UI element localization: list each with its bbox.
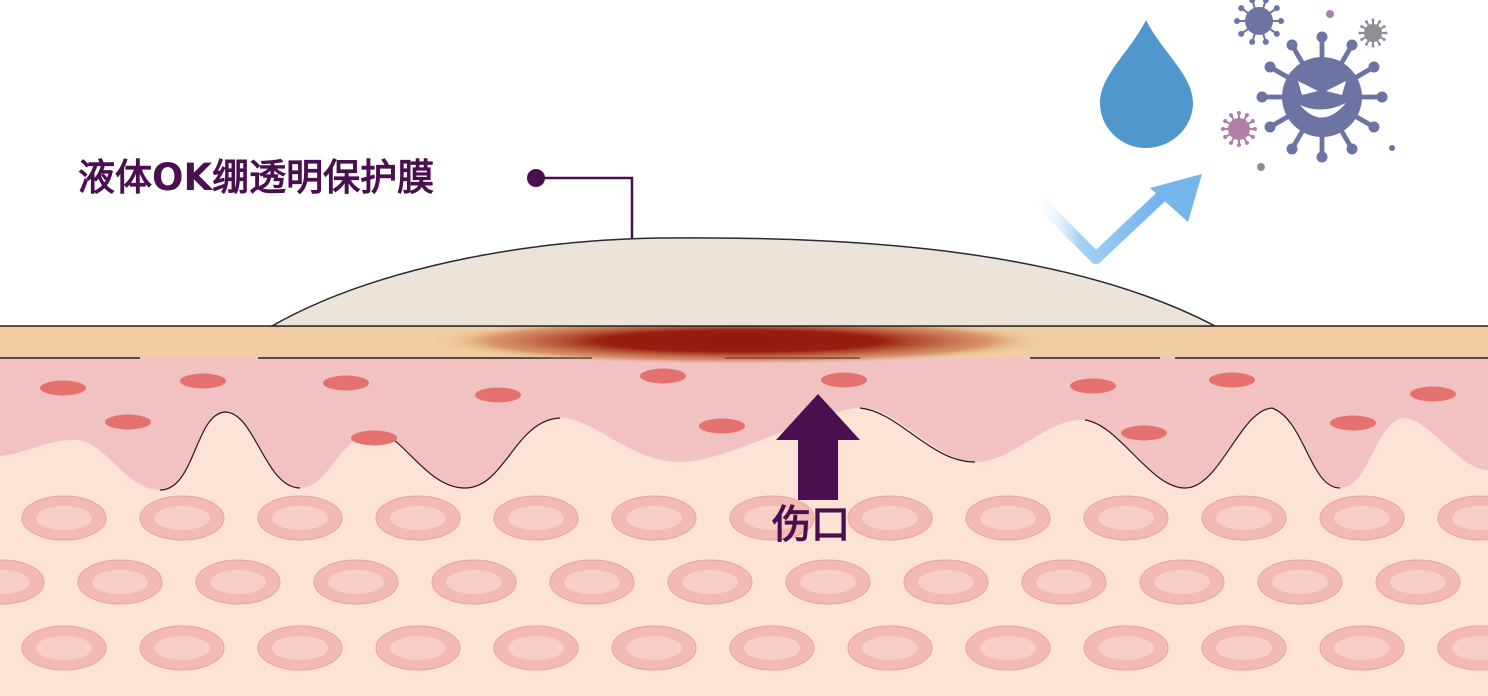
virus-particles: [1257, 10, 1395, 171]
tissue-cell: [77, 559, 163, 605]
tissue-cell: [965, 625, 1051, 671]
dermis-boundary: [159, 407, 1341, 491]
blood-cell-layer: [40, 368, 1456, 446]
up-arrow-icon: [776, 394, 860, 500]
tissue-cell: [313, 559, 399, 605]
blood-cell: [821, 372, 867, 388]
virus-icon: [1256, 31, 1388, 163]
blood-cell: [1330, 415, 1376, 431]
tissue-cell: [375, 625, 461, 671]
tissue-cell: [1437, 495, 1488, 541]
wound-area: [430, 317, 1050, 365]
tissue-cell: [549, 559, 635, 605]
deflect-arrow-icon: [1028, 174, 1202, 264]
water-drop-icon: [1100, 20, 1193, 148]
blood-cell: [1121, 425, 1167, 441]
tissue-cell: [139, 625, 225, 671]
tissue-cell: [1139, 559, 1225, 605]
tissue-cell: [1257, 559, 1343, 605]
pink-virus-icon: [1221, 111, 1257, 147]
tissue-cell: [847, 625, 933, 671]
tissue-cell: [1021, 559, 1107, 605]
blood-cell: [699, 418, 745, 434]
gray-virus-icon: [1358, 18, 1388, 48]
small-virus-icon: [1234, 0, 1284, 45]
tissue-cell: [195, 559, 281, 605]
tissue-cell: [257, 625, 343, 671]
tissue-cell: [21, 495, 107, 541]
blood-cell: [351, 430, 397, 446]
tissue-cell: [493, 625, 579, 671]
tissue-cell: [903, 559, 989, 605]
blood-cell: [323, 375, 369, 391]
tissue-cell: [1201, 625, 1287, 671]
tissue-cell: [785, 559, 871, 605]
protective-film: [269, 237, 1216, 327]
tissue-cell: [729, 495, 815, 541]
tissue-cell: [1083, 495, 1169, 541]
tissue-cell: [139, 495, 225, 541]
tissue-cell: [611, 495, 697, 541]
tissue-cell: [257, 495, 343, 541]
tissue-cell: [431, 559, 517, 605]
wound-label: 伤口: [772, 503, 851, 548]
tissue-cell: [1437, 625, 1488, 671]
tissue-cell: [667, 559, 753, 605]
blood-cell: [475, 387, 521, 403]
blood-cell: [180, 373, 226, 389]
blood-cell: [105, 414, 151, 430]
tissue-cell: [1201, 495, 1287, 541]
blood-cell: [1410, 386, 1456, 402]
tissue-cell: [1319, 495, 1405, 541]
cell-layer: [0, 495, 1488, 671]
tissue-cell: [21, 625, 107, 671]
tissue-cell: [729, 625, 815, 671]
tissue-cell: [1375, 559, 1461, 605]
tissue-cell: [1319, 625, 1405, 671]
blood-cell: [640, 368, 686, 384]
tissue-cell: [0, 559, 45, 605]
tissue-cell: [375, 495, 461, 541]
film-label: 液体OK绷透明保护膜: [78, 156, 435, 199]
tissue-cell: [1083, 625, 1169, 671]
blood-cell: [1209, 372, 1255, 388]
tissue-cell: [965, 495, 1051, 541]
tissue-cell: [493, 495, 579, 541]
tissue-cell: [847, 495, 933, 541]
tissue-cell: [611, 625, 697, 671]
blood-cell: [1070, 378, 1116, 394]
film-label-leader: [527, 169, 634, 238]
blood-cell: [40, 380, 86, 396]
